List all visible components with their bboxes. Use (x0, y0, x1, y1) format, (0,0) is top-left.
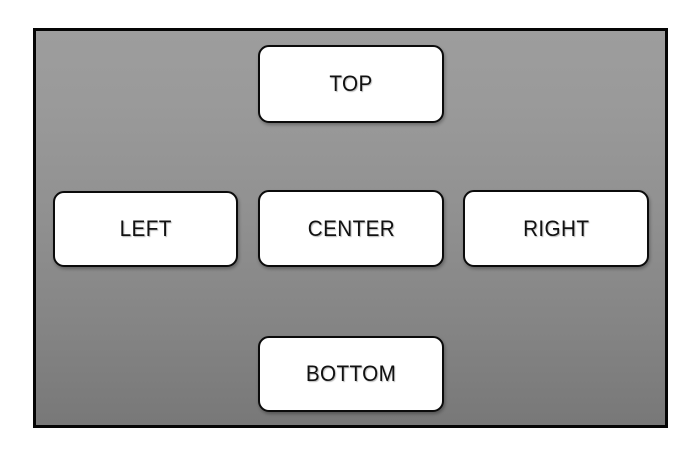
button-bottom-label: BOTTOM (305, 361, 397, 386)
button-right[interactable]: RIGHT (463, 190, 649, 267)
button-right-label: RIGHT (522, 215, 590, 241)
button-center[interactable]: CENTER (258, 190, 444, 267)
alignment-panel: TOP LEFT CENTER RIGHT BOTTOM (33, 28, 668, 428)
button-center-label: CENTER (307, 215, 395, 241)
button-left-label: LEFT (119, 216, 172, 241)
button-left[interactable]: LEFT (53, 191, 238, 267)
button-bottom[interactable]: BOTTOM (258, 336, 444, 412)
button-top[interactable]: TOP (258, 45, 444, 123)
button-top-label: TOP (329, 71, 373, 96)
